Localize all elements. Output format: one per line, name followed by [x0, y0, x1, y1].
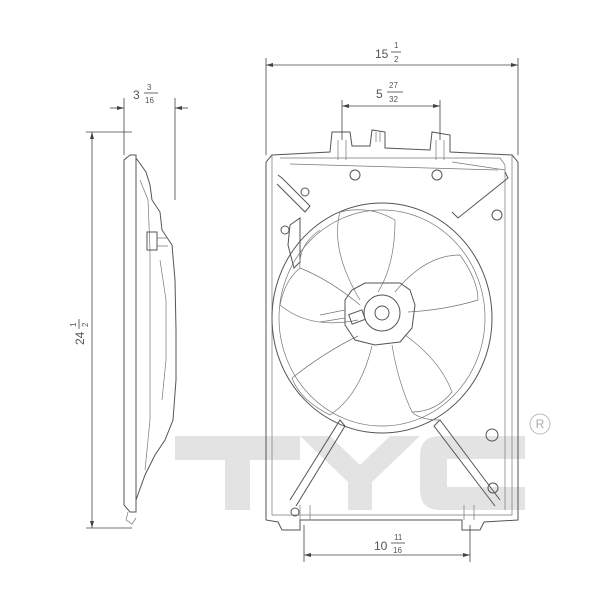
mounting-holes [280, 169, 503, 517]
depth-num: 3 [147, 83, 152, 92]
front-view [265, 129, 519, 531]
registered-mark: R [536, 417, 545, 431]
bracket-spacing-num: 27 [389, 81, 398, 90]
motor-mount [344, 282, 416, 346]
depth-den: 16 [145, 96, 154, 105]
motor-shaft [374, 305, 390, 321]
motor-housing [363, 294, 401, 332]
tyc-watermark: R [175, 413, 551, 510]
fan-blades [279, 209, 479, 421]
bracket-spacing-whole: 5 [376, 87, 383, 101]
bottom-spacing-whole: 10 [374, 539, 388, 553]
depth-whole: 3 [133, 88, 140, 102]
overall-width-num: 1 [394, 41, 399, 50]
bottom-spacing-dimension: 10 11 16 [303, 525, 471, 562]
height-den: 2 [81, 322, 90, 327]
fan-shroud [271, 202, 493, 434]
depth-dimension: 3 3 16 [110, 83, 188, 200]
side-view [123, 154, 177, 525]
bracket-spacing-den: 32 [389, 95, 398, 104]
height-dimension: 24 1 2 [69, 131, 132, 529]
registered-mark-circle [529, 413, 551, 435]
overall-width-dimension: 15 1 2 [265, 41, 519, 155]
overall-width-whole: 15 [375, 47, 389, 61]
overall-width-den: 2 [394, 55, 399, 64]
height-num: 1 [69, 322, 78, 327]
bracket-spacing-dimension: 5 27 32 [341, 81, 441, 140]
bottom-spacing-num: 11 [394, 533, 403, 542]
bottom-spacing-den: 16 [393, 546, 402, 555]
height-whole: 24 [73, 331, 87, 345]
